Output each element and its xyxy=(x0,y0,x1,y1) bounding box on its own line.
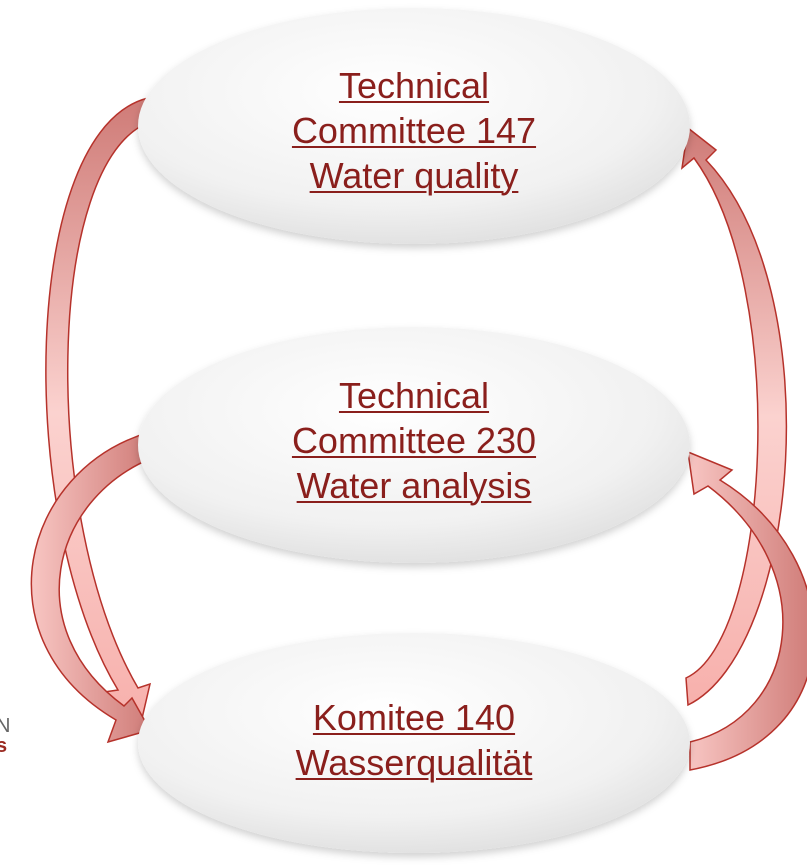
logo-fragment-line2: s xyxy=(0,735,9,757)
node-k140-line2[interactable]: Wasserqualität xyxy=(295,742,533,783)
node-tc147[interactable]: Technical Committee 147 Water quality xyxy=(180,55,648,205)
ellipses-layer xyxy=(138,8,690,853)
logo-fragment-line1: N xyxy=(0,715,12,737)
node-tc147-line3[interactable]: Water quality xyxy=(309,154,519,196)
node-k140[interactable]: Komitee 140 Wasserqualität xyxy=(180,690,648,790)
node-tc230-line3[interactable]: Water analysis xyxy=(296,464,532,506)
node-tc147-line2[interactable]: Committee 147 xyxy=(291,109,537,151)
node-tc147-line1[interactable]: Technical xyxy=(338,64,490,106)
ellipse-tc147 xyxy=(138,8,690,244)
ellipse-k140 xyxy=(138,633,690,853)
arrow-tc230-to-k140 xyxy=(30,431,153,744)
node-k140-line1[interactable]: Komitee 140 xyxy=(312,697,516,738)
arrow-k140-to-tc230 xyxy=(687,450,807,771)
arrow-k140-to-tc147 xyxy=(680,126,788,707)
node-tc230[interactable]: Technical Committee 230 Water analysis xyxy=(180,365,648,515)
node-tc230-line1[interactable]: Technical xyxy=(338,374,490,416)
node-tc230-line2[interactable]: Committee 230 xyxy=(291,419,537,461)
ellipse-tc230 xyxy=(138,327,690,563)
logo-fragment: N s xyxy=(0,716,11,756)
